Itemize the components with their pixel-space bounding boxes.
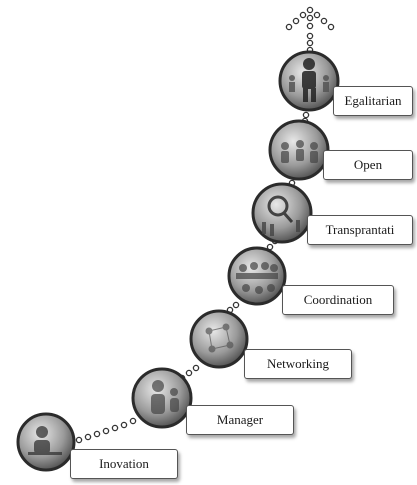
- step-circle-4: [227, 246, 287, 306]
- step-circle-1: [16, 412, 76, 472]
- step-circle-6: [268, 119, 330, 181]
- magnifier-people-icon: [262, 195, 300, 236]
- step-label-2: Manager: [186, 405, 294, 435]
- step-circle-5: [251, 182, 313, 244]
- step-label-4: Coordination: [282, 285, 394, 315]
- step-label-1: Inovation: [70, 449, 178, 479]
- step-circle-3: [189, 309, 249, 369]
- step-label-7: Egalitarian: [333, 86, 413, 116]
- step-label-5: Transprantati: [307, 215, 413, 245]
- manager-figure-icon: [151, 380, 179, 414]
- leader-with-group-icon: [289, 58, 329, 102]
- step-circle-2: [131, 367, 193, 429]
- step-circle-7: [278, 50, 340, 112]
- group-meeting-icon: [236, 262, 278, 294]
- step-label-3: Networking: [244, 349, 352, 379]
- step-label-6: Open: [323, 150, 413, 180]
- person-at-desk-icon: [28, 426, 62, 455]
- network-map-icon: [205, 323, 234, 353]
- upward-arrow-dots-icon: [285, 6, 335, 31]
- team-discussion-icon: [281, 140, 318, 163]
